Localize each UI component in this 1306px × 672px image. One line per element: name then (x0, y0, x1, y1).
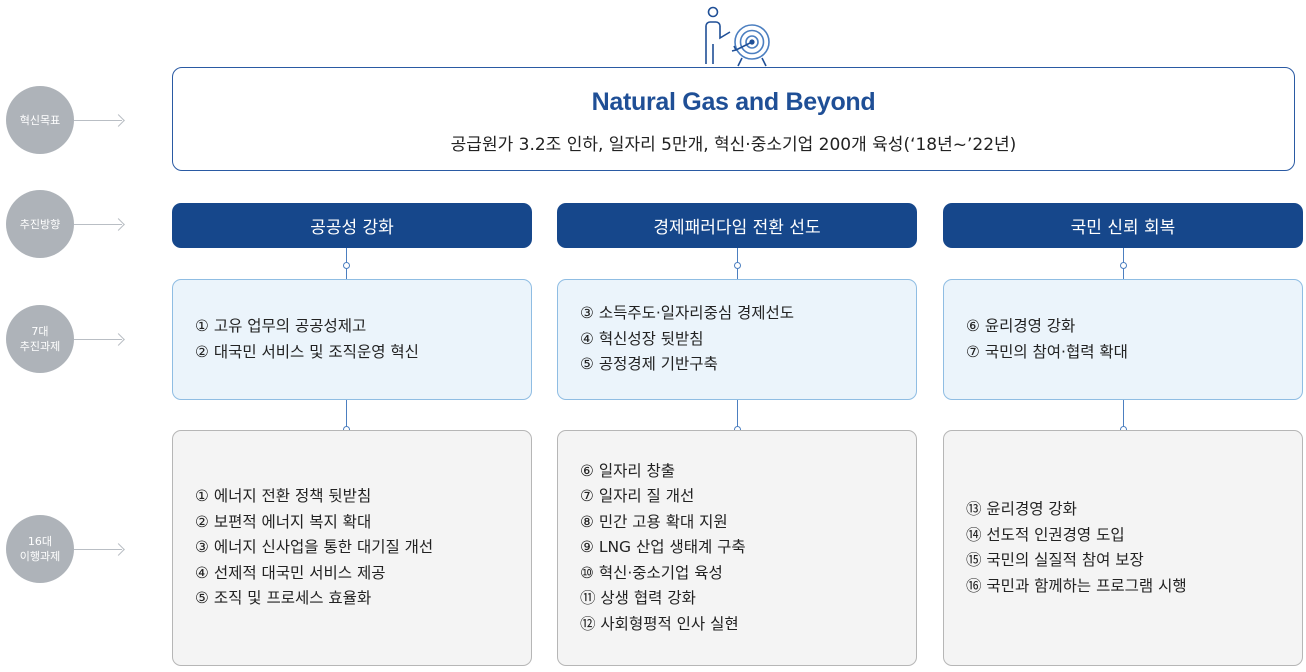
task-item: ⑤ 공정경제 기반구축 (580, 355, 718, 374)
arrow-right-icon (112, 114, 125, 127)
impl-item: ⑯ 국민과 함께하는 프로그램 시행 (966, 576, 1187, 595)
connector-dot (1120, 262, 1127, 269)
row-label-sixteen-tasks: 16대 이행과제 (6, 515, 74, 583)
sixteen-tasks-box-economy: ⑥ 일자리 창출 ⑦ 일자리 질 개선 ⑧ 민간 고용 확대 지원 ⑨ LNG … (557, 430, 917, 666)
sixteen-tasks-box-trust: ⑬ 윤리경영 강화 ⑭ 선도적 인권경영 도입 ⑮ 국민의 실질적 참여 보장 … (943, 430, 1303, 666)
task-item: ⑥ 윤리경영 강화 (966, 317, 1076, 335)
task-item: ① 고유 업무의 공공성제고 (195, 317, 367, 335)
impl-item: ⑫ 사회형평적 인사 실현 (580, 614, 739, 633)
goal-box: Natural Gas and Beyond 공급원가 3.2조 인하, 일자리… (172, 67, 1295, 171)
column-header-public: 공공성 강화 (172, 203, 532, 248)
impl-item: ① 에너지 전환 정책 뒷받침 (195, 487, 372, 506)
seven-tasks-box-trust: ⑥ 윤리경영 강화 ⑦ 국민의 참여·협력 확대 (943, 279, 1303, 400)
row-label-goal: 혁신목표 (6, 86, 74, 154)
impl-item: ⑪ 상생 협력 강화 (580, 589, 696, 608)
impl-item: ⑬ 윤리경영 강화 (966, 500, 1077, 518)
impl-item: ⑨ LNG 산업 생태계 구축 (580, 538, 746, 557)
arrow-right-icon (112, 543, 125, 556)
goal-subtitle: 공급원가 3.2조 인하, 일자리 5만개, 혁신·중소기업 200개 육성(‘… (450, 135, 1017, 155)
task-item: ③ 소득주도·일자리중심 경제선도 (580, 304, 795, 323)
seven-tasks-box-economy: ③ 소득주도·일자리중심 경제선도 ④ 혁신성장 뒷받침 ⑤ 공정경제 기반구축 (557, 279, 917, 400)
task-item: ② 대국민 서비스 및 조직운영 혁신 (195, 342, 419, 361)
goal-title: Natural Gas and Beyond (591, 88, 876, 116)
seven-tasks-box-public: ① 고유 업무의 공공성제고 ② 대국민 서비스 및 조직운영 혁신 (172, 279, 532, 400)
impl-item: ⑦ 일자리 질 개선 (580, 487, 695, 506)
task-item: ④ 혁신성장 뒷받침 (580, 329, 704, 348)
connector-dot (734, 262, 741, 269)
impl-item: ② 보편적 에너지 복지 확대 (195, 512, 372, 531)
impl-item: ④ 선제적 대국민 서비스 제공 (195, 563, 386, 582)
column-header-economy: 경제패러다임 전환 선도 (557, 203, 917, 248)
impl-item: ⑥ 일자리 창출 (580, 461, 676, 480)
impl-item: ⑮ 국민의 실질적 참여 보장 (966, 551, 1144, 569)
sixteen-tasks-box-public: ① 에너지 전환 정책 뒷받침 ② 보편적 에너지 복지 확대 ③ 에너지 신사… (172, 430, 532, 666)
connector-dot (343, 262, 350, 269)
row-label-seven-tasks: 7대 추진과제 (6, 305, 74, 373)
task-item: ⑦ 국민의 참여·협력 확대 (966, 342, 1128, 361)
impl-item: ⑤ 조직 및 프로세스 효율화 (195, 589, 372, 608)
column-header-trust: 국민 신뢰 회복 (943, 203, 1303, 248)
impl-item: ⑧ 민간 고용 확대 지원 (580, 512, 728, 531)
row-label-direction: 추진방향 (6, 190, 74, 258)
target-person-icon (700, 4, 772, 68)
impl-item: ⑩ 혁신·중소기업 육성 (580, 563, 723, 582)
arrow-right-icon (112, 333, 125, 346)
impl-item: ⑭ 선도적 인권경영 도입 (966, 525, 1125, 544)
arrow-right-icon (112, 218, 125, 231)
impl-item: ③ 에너지 신사업을 통한 대기질 개선 (195, 538, 434, 557)
